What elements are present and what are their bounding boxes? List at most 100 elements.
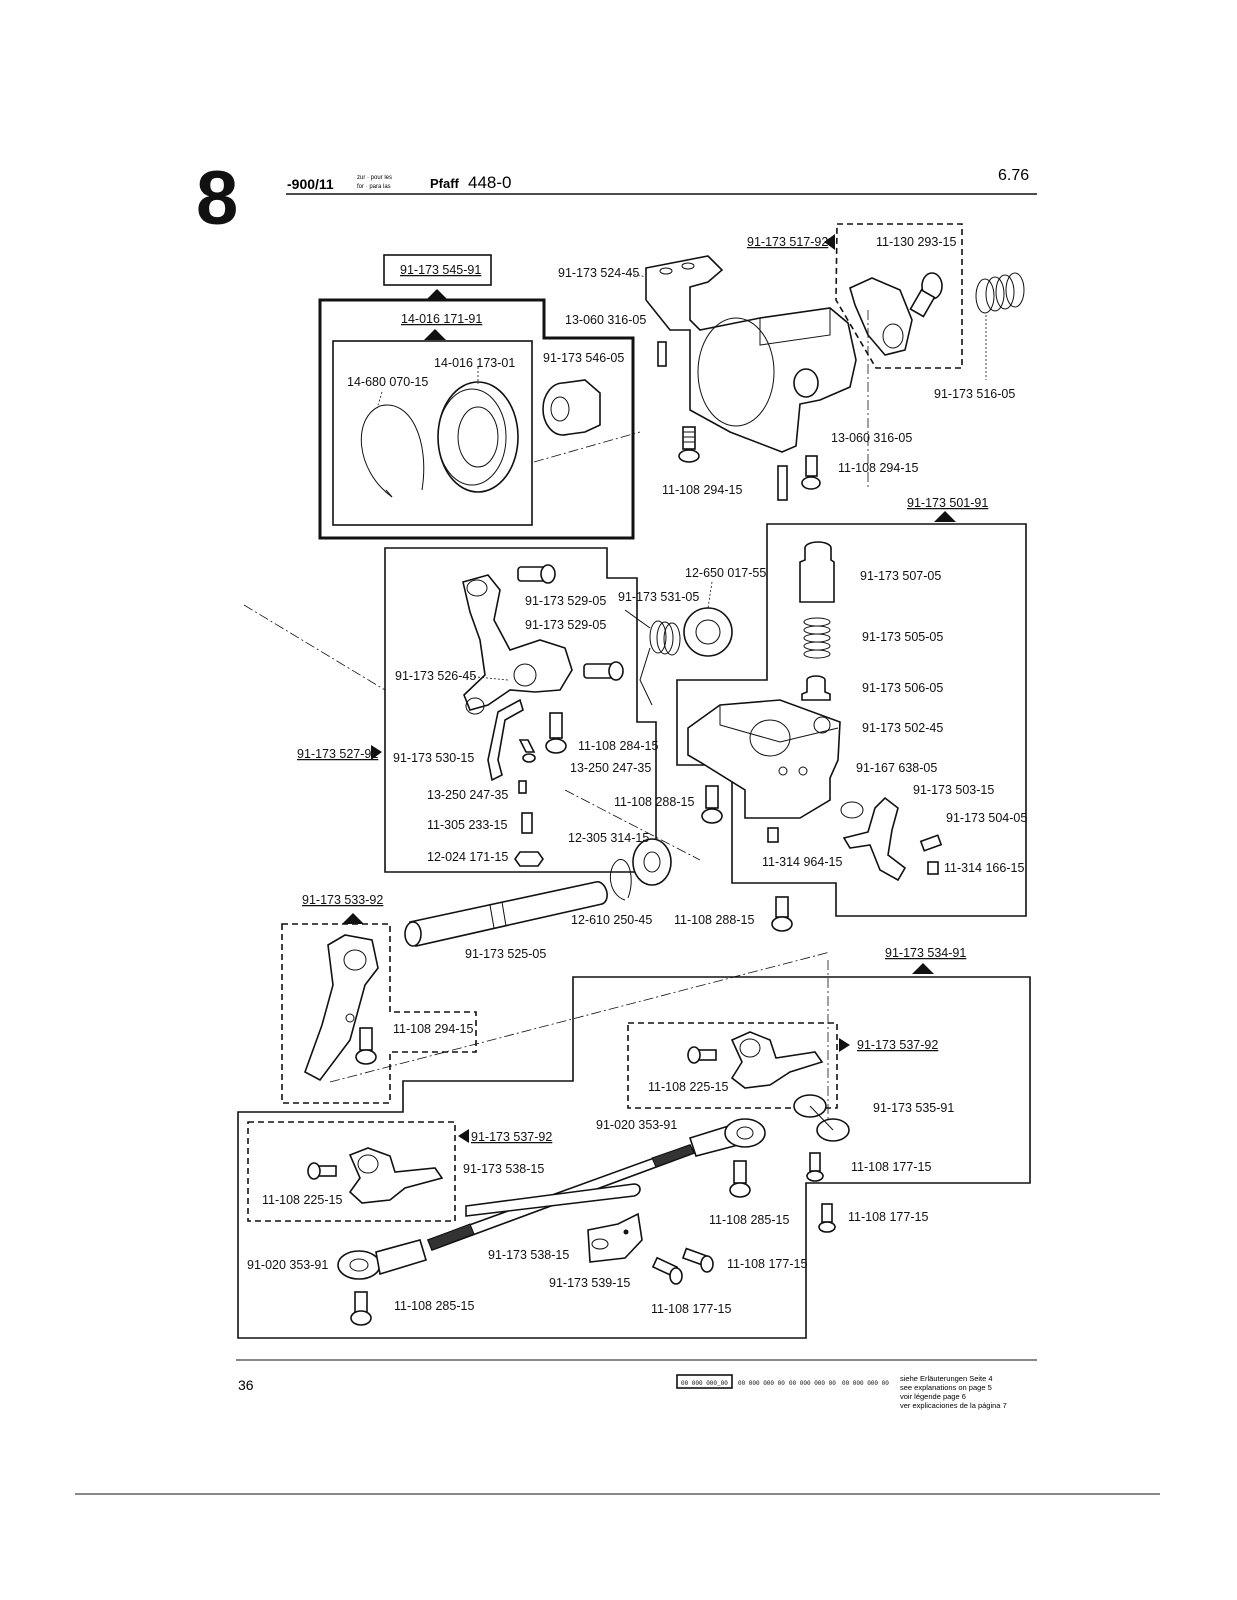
group-box-545: [383, 254, 492, 286]
label-p503: 91-173 503-15: [913, 783, 994, 797]
rod-end-353b-hole: [349, 1258, 369, 1272]
group-box-534: [237, 976, 1031, 1339]
rod-end-353a-eye: [724, 1118, 766, 1148]
set-screw-233: [521, 812, 533, 834]
spring-531: [624, 609, 681, 706]
link-535-bar: [809, 1105, 834, 1131]
screw-225a: [687, 1046, 717, 1064]
lever-hole: [466, 579, 488, 597]
label-p316b: 13-060 316-05: [831, 431, 912, 445]
label-p538b: 91-173 538-15: [488, 1248, 569, 1262]
screw-288a: [701, 785, 723, 824]
crank-537b-hub: [357, 1154, 379, 1174]
star-washer: [683, 607, 733, 657]
group-marker: [839, 1038, 850, 1052]
group-label-501: 91-173 501-91: [907, 496, 988, 510]
screw-294c: [355, 1027, 377, 1065]
housing-edge: [719, 705, 839, 743]
label-p284: 11-108 284-15: [578, 739, 658, 753]
group-label-534: 91-173 534-91: [885, 946, 966, 960]
screw-247a-head: [522, 753, 536, 763]
shaft-groove: [501, 901, 507, 927]
assembly-line: [564, 789, 701, 861]
taper-pin-316b: [777, 465, 788, 501]
spring-505: [803, 617, 831, 659]
leader: [377, 391, 383, 406]
crank-arm-533: [304, 934, 379, 1082]
label-p285b: 11-108 285-15: [394, 1299, 474, 1313]
label-p294c: 11-108 294-15: [393, 1022, 473, 1036]
spring-plate-530: [487, 698, 524, 782]
latch-503: [842, 796, 907, 882]
page-date: 6.76: [998, 167, 1029, 184]
page-number: 36: [238, 1377, 254, 1393]
crank-537b: [348, 1147, 444, 1204]
washer-314: [632, 838, 672, 886]
screw-177c: [681, 1247, 714, 1273]
housing-hole: [813, 716, 831, 734]
spring-516: [975, 272, 1025, 314]
group-label-527: 91-173 527-91: [297, 747, 378, 761]
bracket-hub: [793, 368, 819, 398]
screw-285b: [350, 1291, 372, 1326]
label-p525: 91-173 525-05: [465, 947, 546, 961]
rod-538a: [465, 1183, 641, 1217]
label-p285a: 11-108 285-15: [709, 1213, 789, 1227]
model-code: -900/11: [287, 176, 334, 192]
star-washer-inner: [695, 619, 721, 645]
pin-504: [919, 834, 943, 852]
shaft-525-end: [404, 921, 422, 947]
label-p225b: 11-108 225-15: [262, 1193, 342, 1207]
label-p353a: 91-020 353-91: [596, 1118, 677, 1132]
group-box-outer-bearing: [318, 298, 635, 540]
group-marker: [371, 745, 382, 760]
bracket-539: [587, 1212, 643, 1263]
nut-171: [514, 851, 544, 867]
crank-arm-hole: [345, 1013, 355, 1023]
ring-250: [609, 859, 632, 901]
legend-code-0: 00 000 000_00: [681, 1380, 728, 1387]
screw-177d: [651, 1256, 683, 1285]
screw-529b: [583, 661, 624, 681]
label-p177c: 11-108 177-15: [727, 1257, 807, 1271]
label-p177d: 11-108 177-15: [651, 1302, 731, 1316]
leader: [707, 581, 713, 609]
lang-bottom: for · para las: [357, 184, 391, 190]
screw-177a: [806, 1152, 824, 1182]
screw-247b: [518, 780, 527, 794]
lever-526: [462, 574, 573, 711]
bearing-race: [437, 388, 507, 486]
retaining-ring-end: [385, 489, 393, 498]
label-p526: 91-173 526-45: [395, 669, 476, 683]
thread-right: [651, 1144, 695, 1168]
label-p507: 91-173 507-05: [860, 569, 941, 583]
legend-code-2: 00 000 000 00: [789, 1380, 836, 1387]
legend-box: [676, 1374, 733, 1389]
group-label-545: 91-173 545-91: [400, 263, 481, 277]
cap-screw-293-shank: [909, 288, 936, 318]
label-p017: 12-650 017-55: [685, 566, 766, 580]
label-p233: 11-305 233-15: [427, 818, 507, 832]
ring-638: [840, 801, 864, 819]
label-p546: 91-173 546-05: [543, 351, 624, 365]
model-name: 448-0: [468, 173, 511, 192]
crank-537a: [730, 1031, 824, 1089]
label-p638: 91-167 638-05: [856, 761, 937, 775]
label-p294b: 11-108 294-15: [838, 461, 918, 475]
label-p177a: 11-108 177-15: [851, 1160, 931, 1174]
group-label-171: 14-016 171-91: [401, 312, 482, 326]
label-p516: 91-173 516-05: [934, 387, 1015, 401]
label-p294a: 11-108 294-15: [662, 483, 742, 497]
housing-hole: [798, 766, 808, 776]
legend-code-3: 00 000 000 00: [842, 1380, 889, 1387]
label-p964: 11-314 964-15: [762, 855, 842, 869]
plunger-506: [801, 680, 831, 701]
housing-502: [687, 699, 841, 819]
label-p502: 91-173 502-45: [862, 721, 943, 735]
label-p535: 91-173 535-91: [873, 1101, 954, 1115]
group-box-537a: [627, 1022, 838, 1109]
assembly-line: [329, 951, 831, 1083]
screw-284: [545, 712, 567, 754]
screw-288b: [771, 896, 793, 932]
screw-177b: [818, 1203, 836, 1233]
